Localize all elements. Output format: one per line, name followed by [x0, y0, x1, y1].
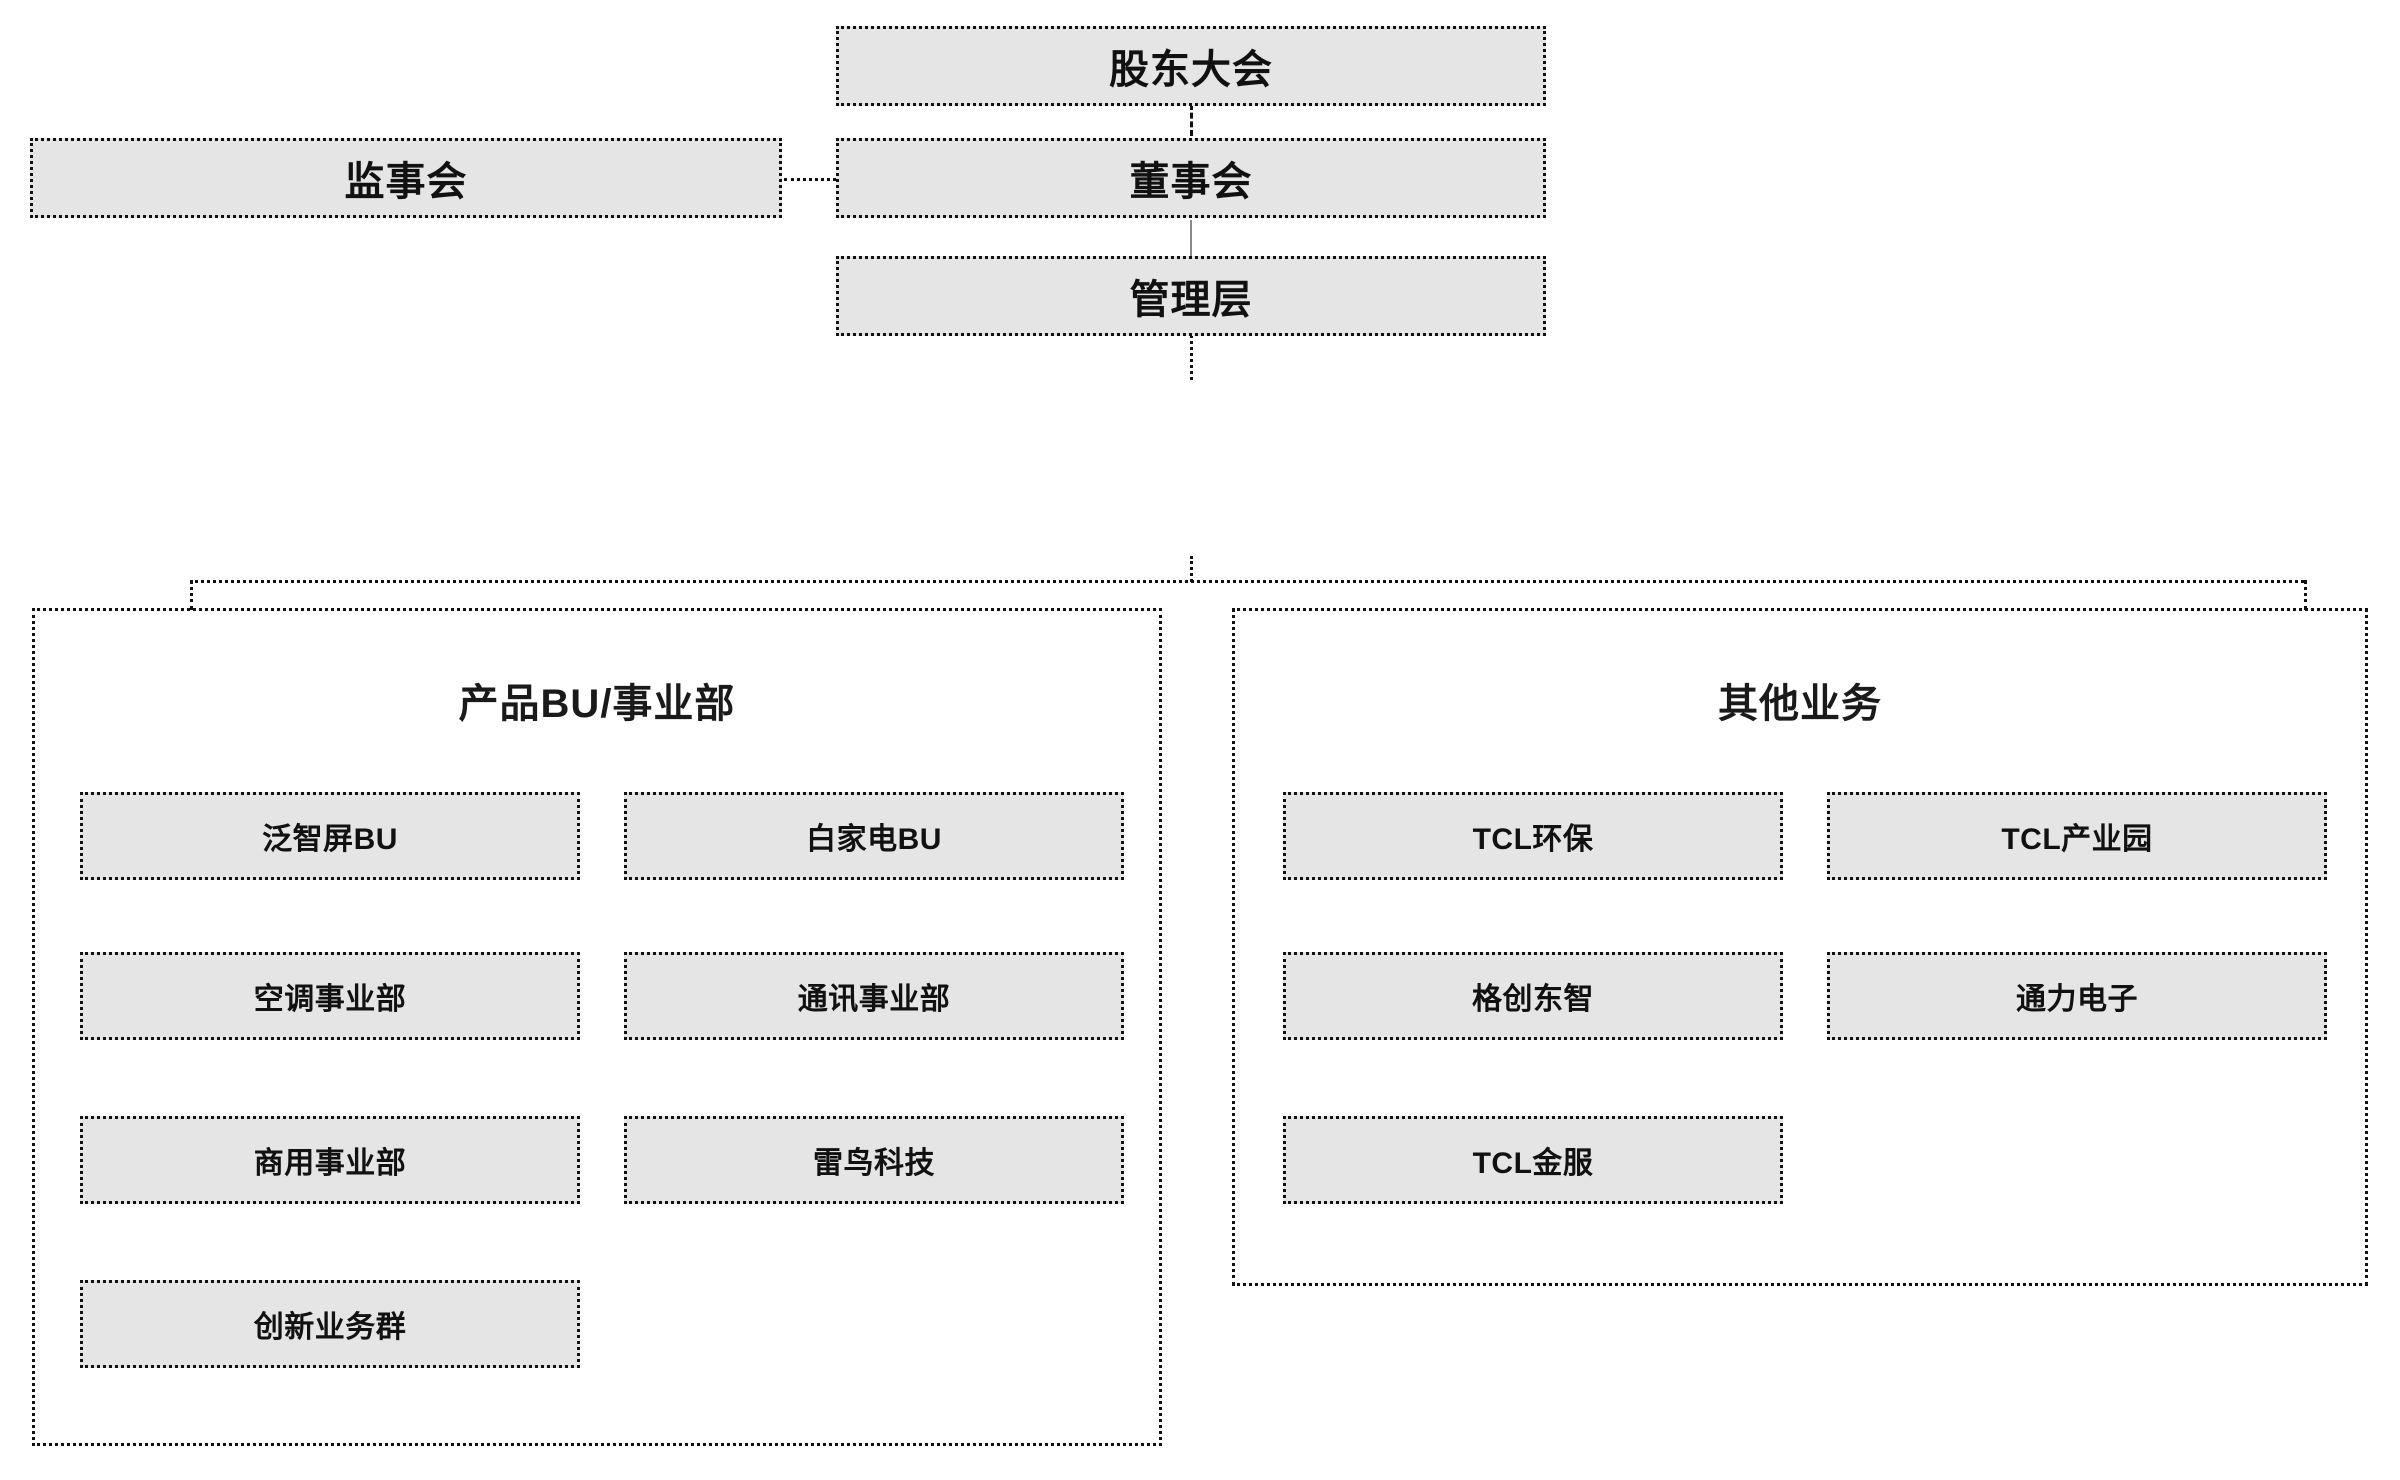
group-product-bu-title: 产品BU/事业部 [458, 682, 736, 726]
node-board-of-directors[interactable]: 董事会 [836, 138, 1546, 218]
connector-shareholders-to-board [1190, 104, 1193, 136]
node-label: 格创东智 [1472, 983, 1594, 1016]
node-label: 股东大会 [1109, 48, 1273, 92]
node-label: TCL产业园 [2001, 823, 2153, 856]
connector-branch-left-drop [190, 580, 193, 610]
node-product-bu-item-0[interactable]: 泛智屏BU [80, 792, 580, 880]
node-supervisory-board[interactable]: 监事会 [30, 138, 782, 218]
node-other-business-item-4[interactable]: TCL金服 [1283, 1116, 1783, 1204]
node-product-bu-item-5[interactable]: 雷鸟科技 [624, 1116, 1124, 1204]
node-product-bu-item-1[interactable]: 白家电BU [624, 792, 1124, 880]
node-label: 雷鸟科技 [813, 1147, 935, 1180]
node-other-business-item-3[interactable]: 通力电子 [1827, 952, 2327, 1040]
node-management[interactable]: 管理层 [836, 256, 1546, 336]
node-label: 管理层 [1129, 278, 1253, 322]
connector-board-to-management [1190, 220, 1192, 256]
node-product-bu-item-3[interactable]: 通讯事业部 [624, 952, 1124, 1040]
node-other-business-item-1[interactable]: TCL产业园 [1827, 792, 2327, 880]
node-product-bu-item-2[interactable]: 空调事业部 [80, 952, 580, 1040]
connector-supervisory-to-board [784, 178, 836, 181]
node-label: 白家电BU [806, 823, 942, 856]
node-product-bu-item-4[interactable]: 商用事业部 [80, 1116, 580, 1204]
node-label: 创新业务群 [253, 1311, 407, 1344]
node-label: 通讯事业部 [797, 983, 951, 1016]
group-other-business-title: 其他业务 [1718, 682, 1882, 726]
node-label: 商用事业部 [253, 1147, 407, 1180]
node-label: TCL环保 [1472, 823, 1594, 856]
connector-management-trunk [1190, 330, 1193, 380]
node-label: 通力电子 [2016, 983, 2138, 1016]
node-label: 董事会 [1129, 160, 1253, 204]
connector-branch-center-stub [1190, 556, 1193, 582]
node-label: 监事会 [344, 160, 468, 204]
group-other-business: 其他业务 [1232, 608, 2368, 1286]
node-other-business-item-0[interactable]: TCL环保 [1283, 792, 1783, 880]
node-label: 泛智屏BU [262, 823, 398, 856]
node-label: TCL金服 [1472, 1147, 1594, 1180]
node-other-business-item-2[interactable]: 格创东智 [1283, 952, 1783, 1040]
group-product-bu: 产品BU/事业部 [32, 608, 1162, 1446]
connector-branch-right-drop [2304, 580, 2307, 610]
node-shareholders-meeting[interactable]: 股东大会 [836, 26, 1546, 106]
connector-branch-bus [190, 580, 2304, 583]
node-product-bu-item-6[interactable]: 创新业务群 [80, 1280, 580, 1368]
node-label: 空调事业部 [253, 983, 407, 1016]
